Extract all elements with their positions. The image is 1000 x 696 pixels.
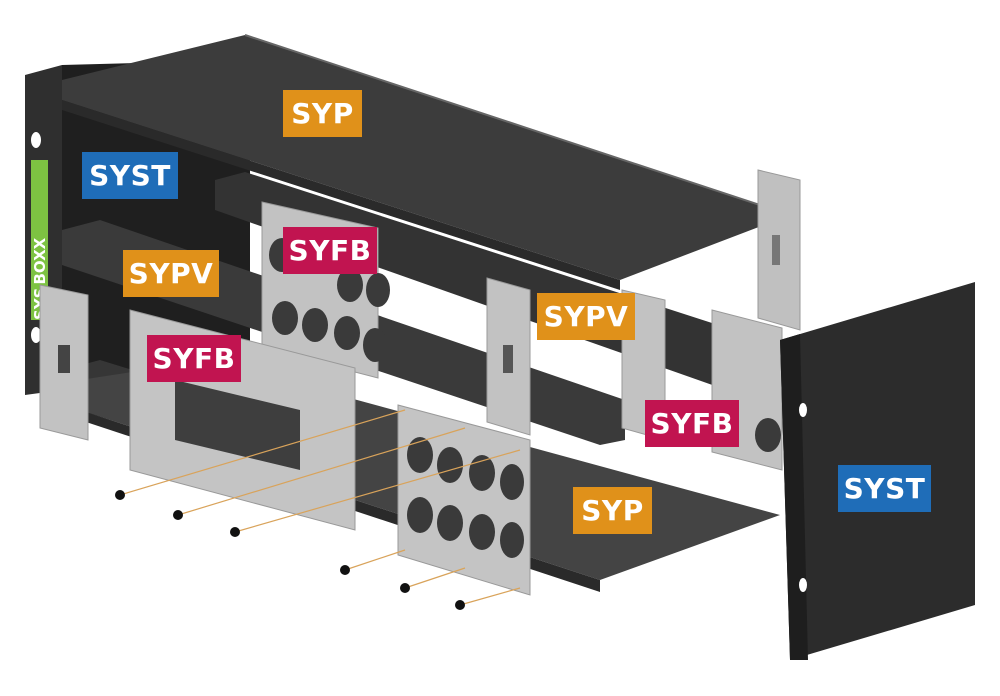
label-sypv-left: SYPV — [123, 250, 219, 297]
mount-hole — [31, 327, 41, 343]
label-syst-left: SYST — [82, 152, 178, 199]
connector-holes-front — [407, 437, 524, 558]
label-sypv-right: SYPV — [537, 293, 635, 340]
mount-hole — [31, 132, 41, 148]
label-syp-bottom: SYP — [573, 487, 652, 534]
label-syfb-upper: SYFB — [283, 227, 377, 274]
top-profile — [62, 35, 790, 280]
screws — [115, 490, 465, 610]
label-syst-right: SYST — [838, 465, 931, 512]
label-syfb-right: SYFB — [645, 400, 739, 447]
label-syfb-left: SYFB — [147, 335, 241, 382]
screw-lines — [119, 409, 521, 606]
top-profile-edge — [62, 100, 620, 290]
sysboxx-logo — [31, 160, 48, 320]
label-syp-top: SYP — [283, 90, 362, 137]
